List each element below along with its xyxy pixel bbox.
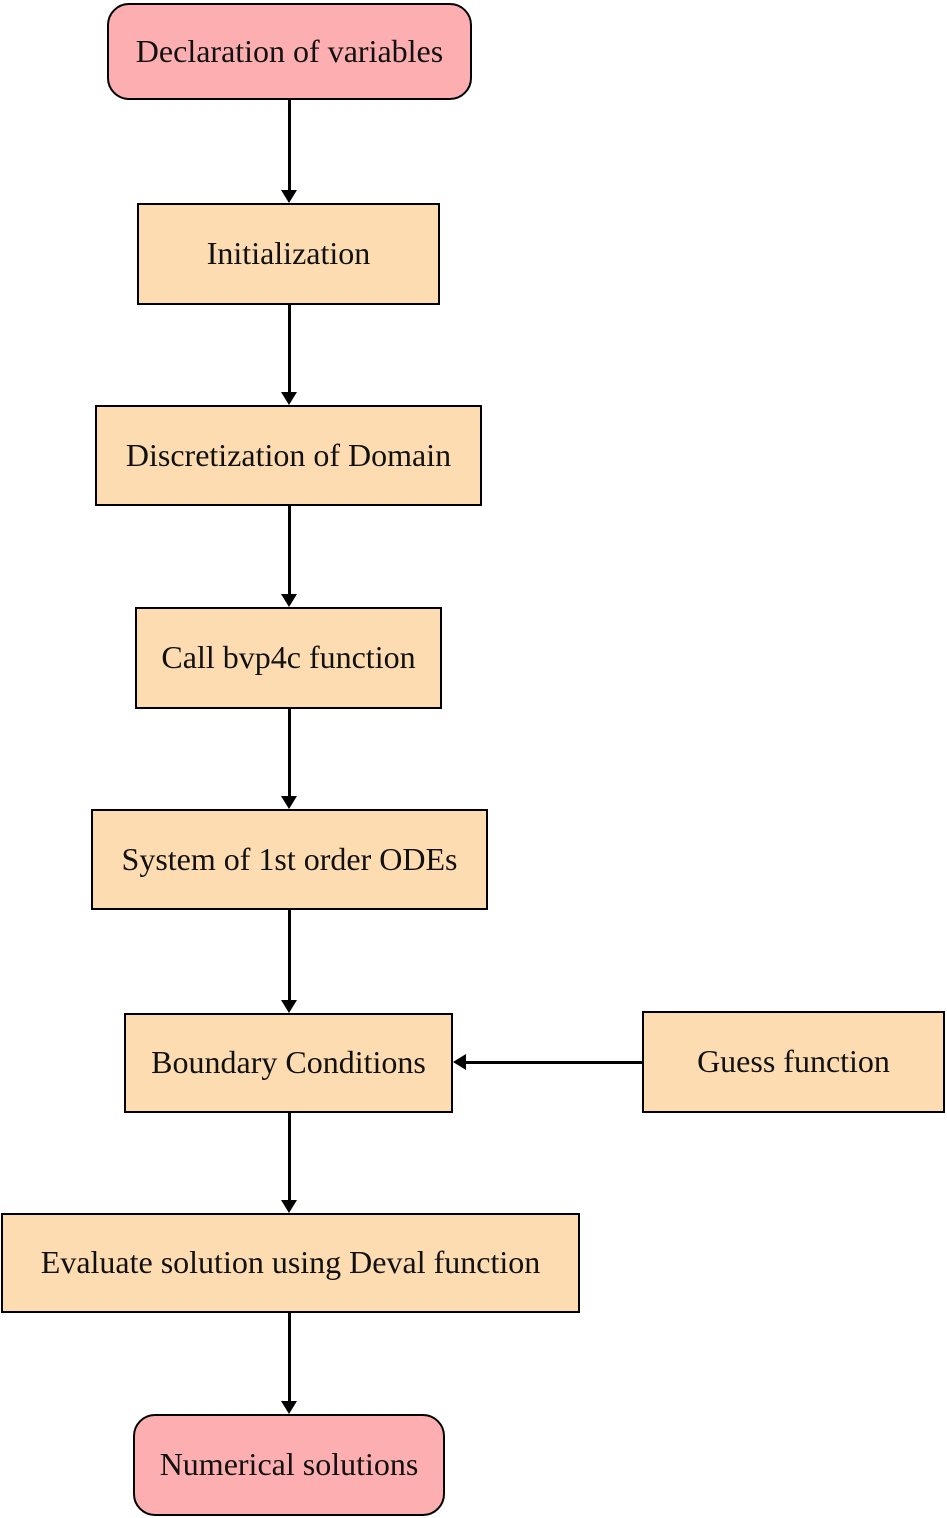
node-system-of-1st-order-odes: System of 1st order ODEs xyxy=(91,809,488,910)
node-label: System of 1st order ODEs xyxy=(121,840,458,877)
arrow-boundary-conditions-to-evaluate xyxy=(281,1113,297,1213)
node-label: Discretization of Domain xyxy=(125,436,452,473)
arrow-head-down-icon xyxy=(281,1401,297,1414)
arrow-head-down-icon xyxy=(281,190,297,203)
arrow-head-down-icon xyxy=(281,594,297,607)
node-numerical-solutions: Numerical solutions xyxy=(133,1414,445,1516)
node-label: Evaluate solution using Deval function xyxy=(40,1244,541,1281)
arrow-stem xyxy=(287,1313,291,1402)
arrow-head-down-icon xyxy=(281,1000,297,1013)
node-label: Call bvp4c function xyxy=(161,639,416,676)
arrow-guess-function-to-boundary-conditions xyxy=(453,1054,642,1070)
arrow-system-odes-to-boundary-conditions xyxy=(281,910,297,1013)
arrow-stem xyxy=(287,1113,291,1201)
arrow-stem xyxy=(287,910,291,1001)
node-label: Guess function xyxy=(697,1043,890,1080)
arrow-stem xyxy=(287,709,291,797)
arrow-head-down-icon xyxy=(281,796,297,809)
arrow-initialization-to-discretization xyxy=(281,305,297,405)
arrow-head-left-icon xyxy=(453,1054,466,1070)
arrow-stem xyxy=(287,305,291,393)
node-label: Initialization xyxy=(206,235,371,272)
arrow-head-down-icon xyxy=(281,1200,297,1213)
arrow-head-down-icon xyxy=(281,392,297,405)
node-call-bvp4c-function: Call bvp4c function xyxy=(135,607,442,709)
arrow-evaluate-to-numerical-solutions xyxy=(281,1313,297,1414)
node-label: Boundary Conditions xyxy=(151,1044,426,1081)
node-boundary-conditions: Boundary Conditions xyxy=(124,1013,453,1113)
node-evaluate-solution-using-deval-function: Evaluate solution using Deval function xyxy=(1,1213,580,1313)
arrow-call-bvp4c-to-system-odes xyxy=(281,709,297,809)
arrow-stem xyxy=(465,1060,642,1064)
arrow-stem xyxy=(287,100,291,191)
node-declaration-of-variables: Declaration of variables xyxy=(107,3,472,100)
node-guess-function: Guess function xyxy=(642,1011,945,1113)
arrow-stem xyxy=(287,506,291,595)
node-discretization-of-domain: Discretization of Domain xyxy=(95,405,482,506)
node-label: Numerical solutions xyxy=(159,1446,419,1483)
node-label: Declaration of variables xyxy=(135,32,444,69)
node-initialization: Initialization xyxy=(137,203,440,305)
arrow-declaration-to-initialization xyxy=(281,100,297,203)
arrow-discretization-to-call-bvp4c xyxy=(281,506,297,607)
